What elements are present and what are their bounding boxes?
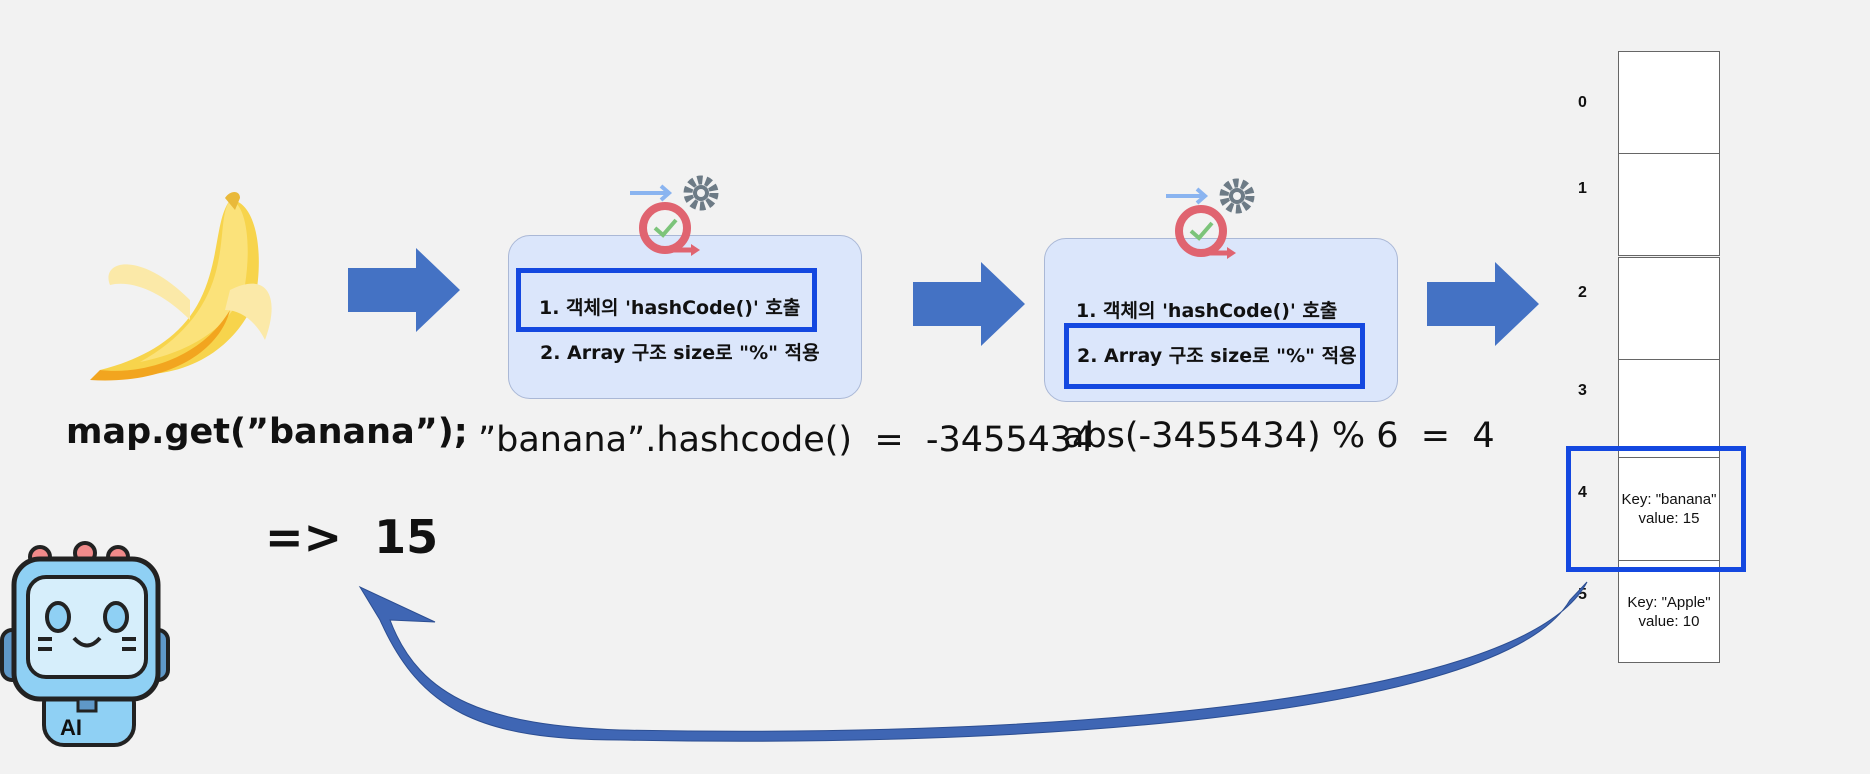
step1-highlight [516,268,817,332]
array-slot [1618,153,1720,256]
array-slot [1618,51,1720,154]
gear-cycle-icon [1166,178,1255,259]
right-arrow-icon [913,262,1025,346]
step1-line1: 1. 객체의 'hashCode()' 호출 [539,297,801,319]
modulo-step-box [1044,238,1398,402]
step2-line2: 2. Array 구조 size로 "%" 적용 [1077,345,1357,367]
right-arrow-icon [1427,262,1539,346]
slot-index: 2 [1578,284,1587,301]
slot-index: 5 [1578,586,1587,603]
call-expression: map.get(”banana”); [66,412,468,452]
robot-badge: AI [60,715,82,740]
slot-index: 0 [1578,94,1587,111]
slot-value: value: 15 [1638,510,1700,527]
slot-key: Key: "banana" [1621,491,1717,508]
slot-value: value: 10 [1638,612,1700,630]
slot-index: 4 [1578,484,1587,501]
step2-highlight [1064,323,1365,389]
hashcode-caption: ”banana”.hashcode() = -3455434 [478,420,1095,460]
array-slot: Key: "Apple" value: 10 [1618,560,1720,663]
array-slot: Key: "banana" value: 15 [1618,457,1720,561]
array-slot [1618,257,1720,360]
array-slot [1618,359,1720,458]
banana-icon [90,192,272,381]
robot-icon: AI [0,541,170,747]
step1-line2: 2. Array 구조 size로 "%" 적용 [540,342,820,364]
slot-key: Key: "Apple" [1627,593,1711,611]
modulo-caption: abs(-3455434) % 6 = 4 [1063,416,1495,456]
hash-step-box [508,235,862,399]
gear-cycle-icon [630,175,719,256]
result-value: => 15 [265,510,439,564]
right-arrow-icon [348,248,460,332]
bucket-highlight [1566,446,1746,572]
curved-return-arrow-icon [358,581,1588,742]
slot-index: 3 [1578,382,1587,399]
slot-index: 1 [1578,180,1587,197]
step2-line1: 1. 객체의 'hashCode()' 호출 [1076,300,1338,322]
